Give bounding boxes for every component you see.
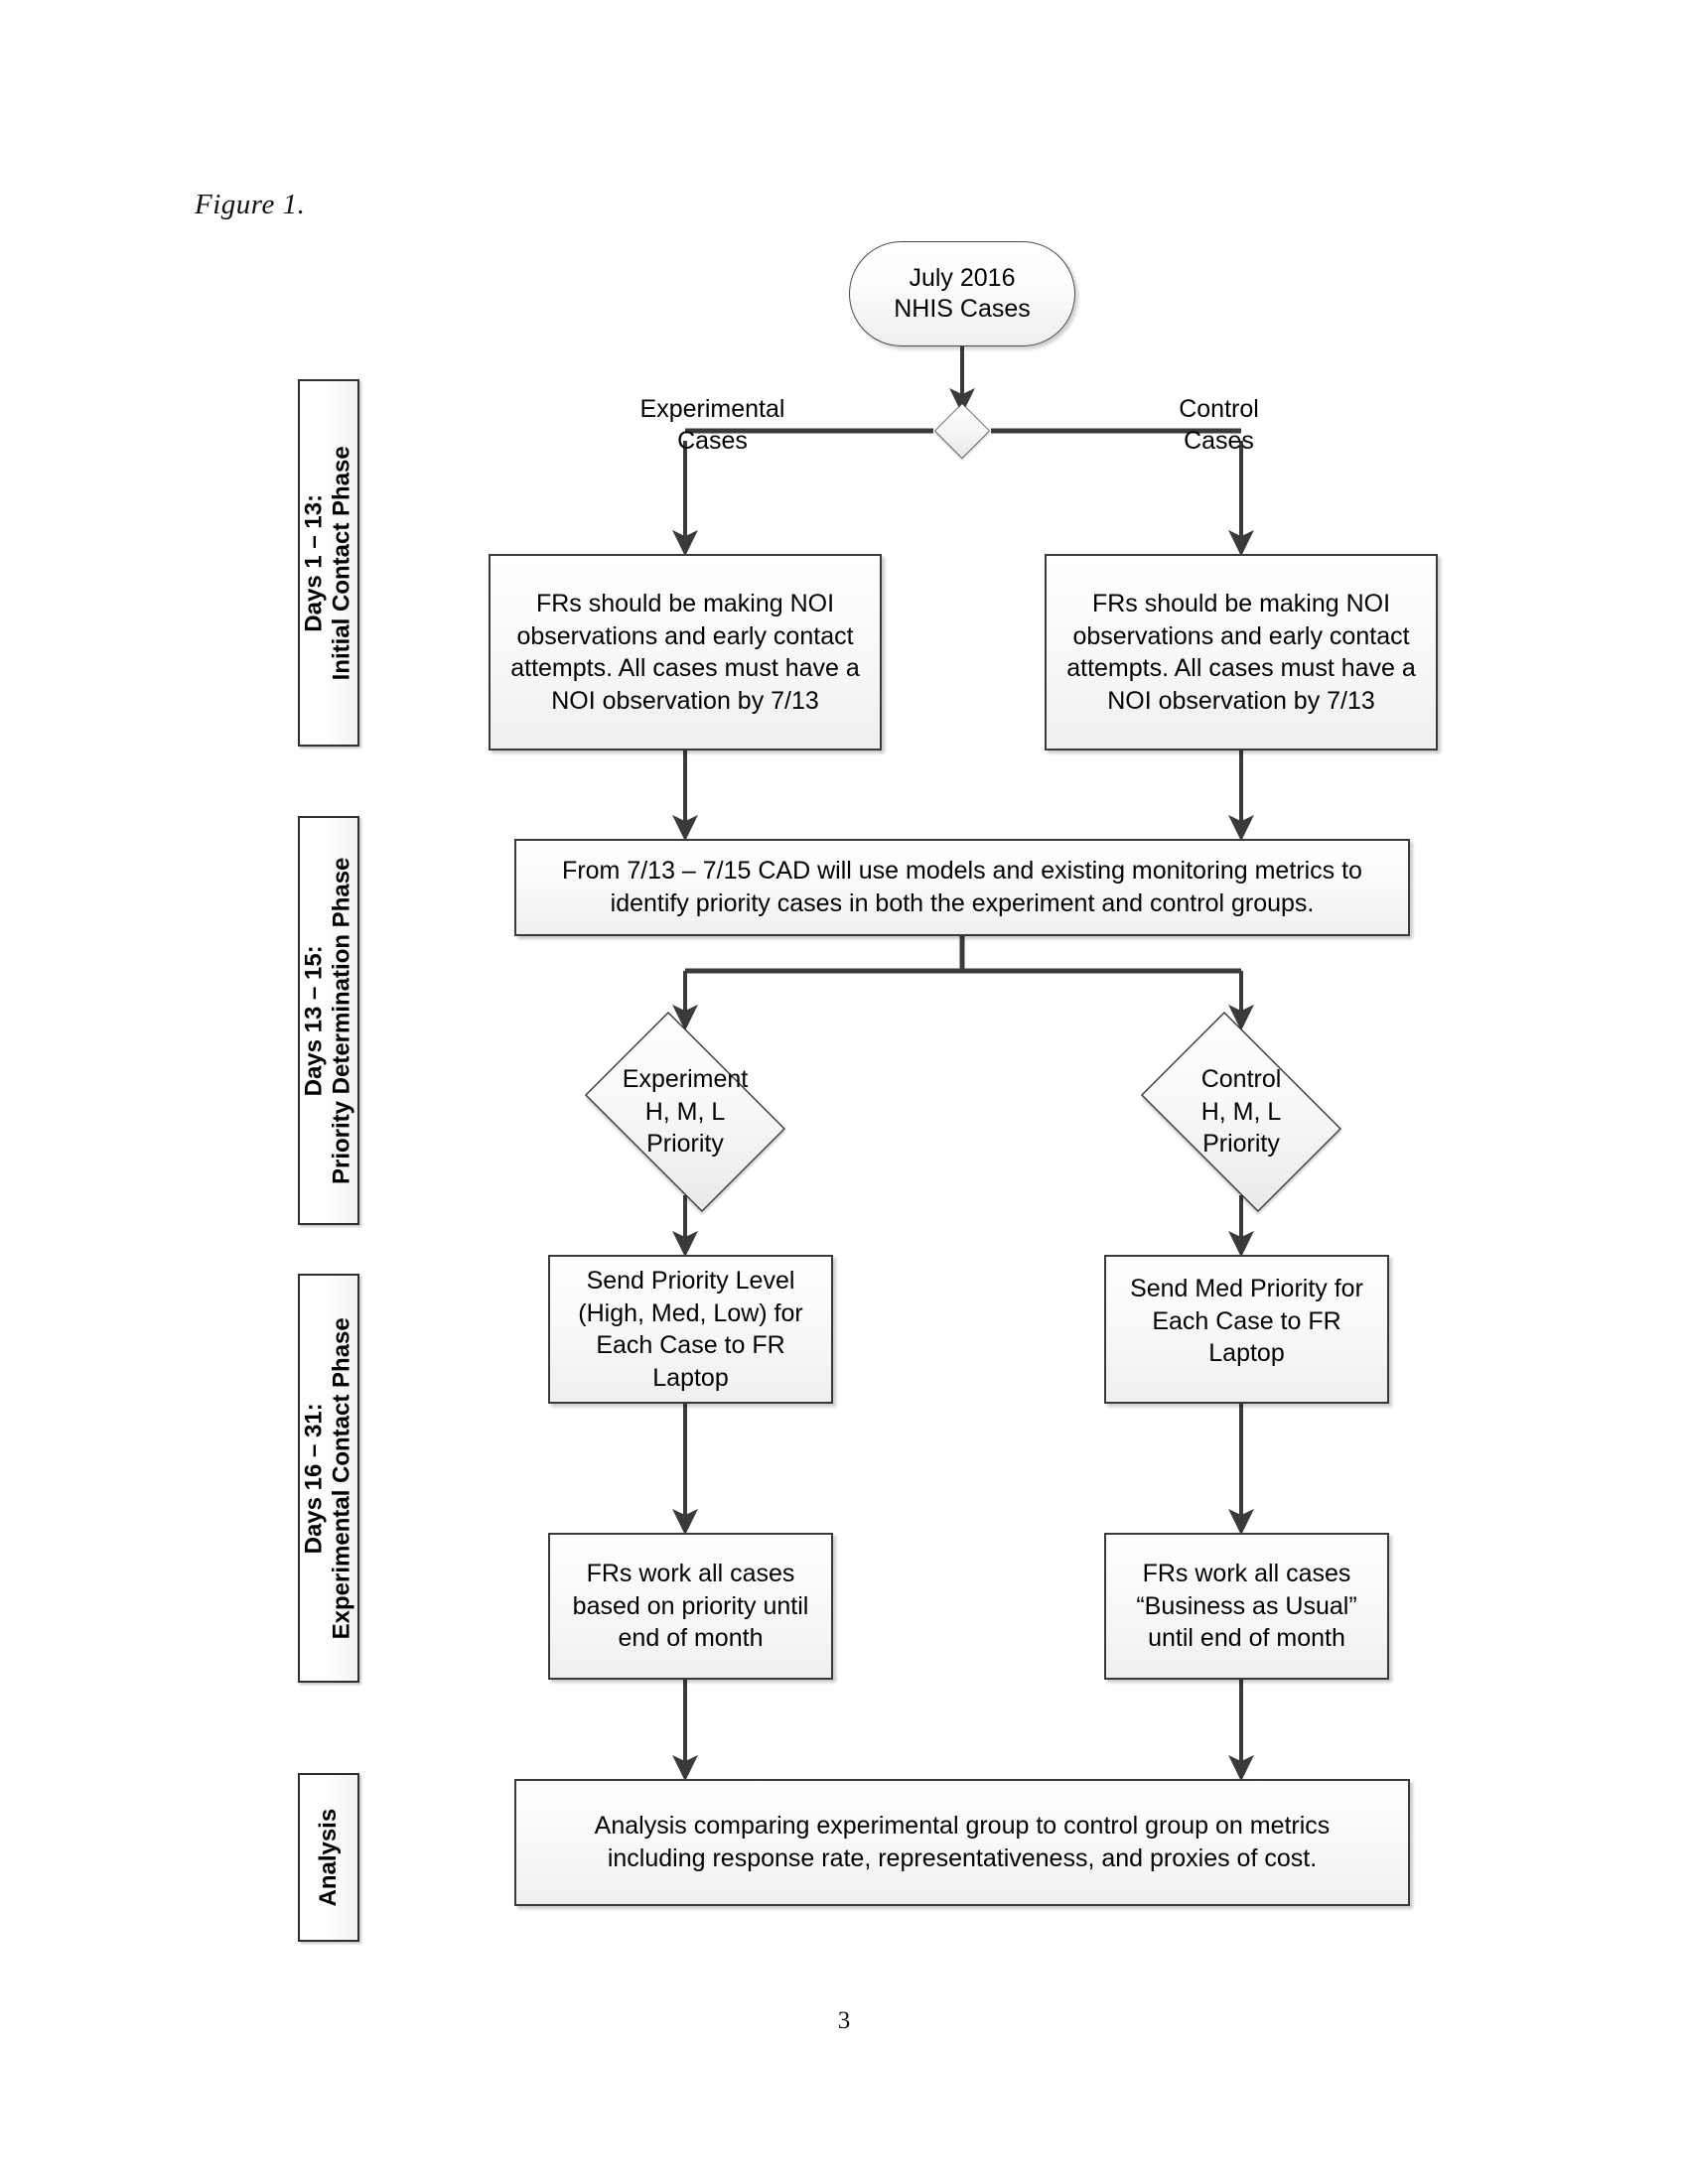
node-frs-work-by-priority[interactable]: FRs work all cases based on priority unt… (548, 1533, 833, 1680)
node-send-priority-level-experimental[interactable]: Send Priority Level (High, Med, Low) for… (548, 1255, 833, 1404)
branch-label-experimental-cases: Experimental Cases (639, 395, 785, 455)
decision-diamond-experiment-priority-label: Experiment H, M, L Priority (622, 1065, 749, 1159)
phase-band-experimental-contact: Days 16 – 31: Experimental Contact Phase (298, 1274, 359, 1683)
phase-band-priority-determination-label: Days 13 – 15: Priority Determination Pha… (300, 857, 355, 1184)
node-send-med-priority-control[interactable]: Send Med Priority for Each Case to FR La… (1104, 1255, 1389, 1404)
phase-band-experimental-contact-label: Days 16 – 31: Experimental Contact Phase (300, 1316, 356, 1640)
decision-diamond-control-priority[interactable]: Control H, M, L Priority (1124, 1012, 1358, 1212)
node-analysis-comparison[interactable]: Analysis comparing experimental group to… (514, 1779, 1410, 1906)
phase-band-priority-determination: Days 13 – 15: Priority Determination Pha… (298, 816, 359, 1225)
decision-diamond-control-priority-label: Control H, M, L Priority (1200, 1065, 1282, 1159)
node-cad-priority-modeling[interactable]: From 7/13 – 7/15 CAD will use models and… (514, 839, 1410, 936)
branch-label-control-cases: Control Cases (1179, 395, 1259, 455)
phase-band-analysis: Analysis (298, 1773, 359, 1942)
node-experimental-noi-observations[interactable]: FRs should be making NOI observations an… (489, 554, 882, 751)
node-start-july-2016-nhis-cases[interactable]: July 2016 NHIS Cases (849, 241, 1075, 346)
node-frs-work-business-as-usual[interactable]: FRs work all cases “Business as Usual” u… (1104, 1533, 1389, 1680)
decision-diamond-case-split[interactable] (934, 403, 990, 459)
phase-band-initial-contact-label: Days 1 – 13: Initial Contact Phase (300, 445, 355, 681)
decision-diamond-experiment-priority[interactable]: Experiment H, M, L Priority (568, 1012, 802, 1212)
phase-band-analysis-label: Analysis (314, 1808, 342, 1907)
figure-caption: Figure 1. (195, 189, 306, 220)
phase-band-initial-contact: Days 1 – 13: Initial Contact Phase (298, 379, 359, 747)
page-number: 3 (837, 2007, 851, 2034)
node-control-noi-observations[interactable]: FRs should be making NOI observations an… (1045, 554, 1438, 751)
decision-diamond-shape (934, 403, 990, 459)
